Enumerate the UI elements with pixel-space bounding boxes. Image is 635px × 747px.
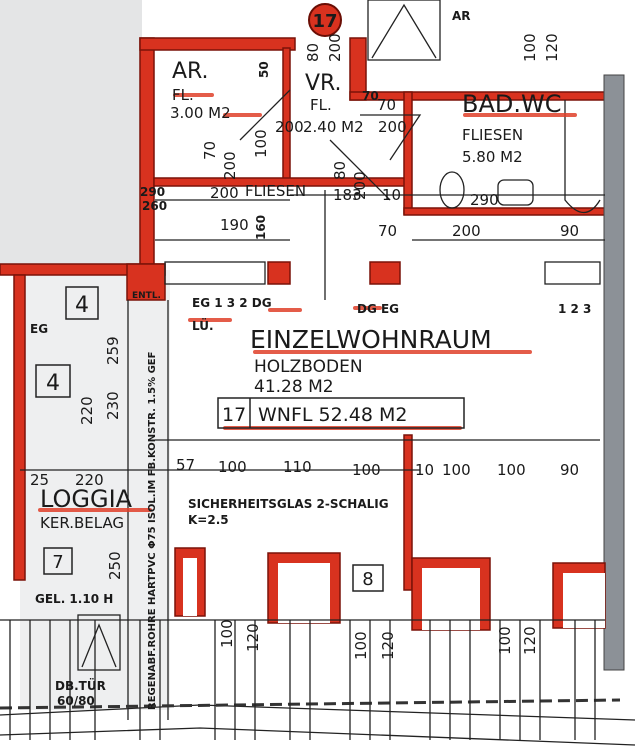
sockets-far-left: EG (30, 322, 48, 336)
loggia-number: 7 (52, 552, 63, 573)
room-ar-area: 3.00 M2 (170, 104, 231, 122)
shaft-window (367, 0, 441, 61)
room-vr-floor: FL. (310, 96, 332, 114)
dim: 120 (379, 631, 397, 660)
balcony-railing (0, 619, 635, 746)
dim: 80 (304, 43, 322, 62)
door-size: 60/80 (57, 694, 95, 708)
dim: 250 (106, 551, 124, 580)
sockets-right: 1 2 3 (558, 302, 591, 316)
total-area-box (217, 397, 465, 429)
dim: 183 (333, 186, 362, 204)
room-loggia-floor: KER.BELAG (40, 514, 124, 532)
loggia-number-box (43, 547, 73, 575)
room-ar-name: AR. (172, 59, 209, 84)
dim: 70 (377, 96, 396, 114)
room-vr-area: 2.40 M2 (303, 118, 364, 136)
room-vr-name: VR. (305, 71, 342, 96)
room-wohnraum-name: EINZELWOHNRAUM (250, 325, 492, 354)
room-wohnraum-area: 41.28 M2 (254, 377, 334, 397)
ar-shaft-label: AR (452, 9, 471, 23)
dim: 100 (442, 461, 471, 479)
room-bad-name: BAD.WC (462, 90, 561, 118)
dim: 90 (560, 222, 579, 240)
kitchen-floor: FLIESEN (245, 182, 306, 200)
box-4a (65, 286, 99, 320)
dim: 190 (220, 216, 249, 234)
room-wohnraum-floor: HOLZBODEN (254, 357, 363, 377)
dim: 25 (30, 471, 49, 489)
dim: 10 (415, 461, 434, 479)
dim: 220 (78, 396, 96, 425)
dim: 200 (378, 118, 407, 136)
dim: 290 (470, 191, 499, 209)
dim: 100 (496, 626, 514, 655)
dim: 200 (221, 151, 239, 180)
dim: 220 (75, 471, 104, 489)
dim: 200 (326, 33, 344, 62)
dim: 70 (362, 89, 379, 103)
dim: 100 (352, 461, 381, 479)
dim: 57 (176, 456, 195, 474)
dim: 200 (210, 184, 239, 202)
dim: 200 (351, 171, 369, 200)
dim: 230 (104, 391, 122, 420)
k-value-note: K=2.5 (188, 513, 229, 527)
glass-note: SICHERHEITSGLAS 2-SCHALIG (188, 497, 389, 511)
dim: 100 (521, 33, 539, 62)
dim: 260 (142, 199, 167, 213)
dim: 120 (543, 33, 561, 62)
dim: 259 (104, 336, 122, 365)
balcony-number-box (352, 564, 384, 592)
room-bad-area: 5.80 M2 (462, 148, 523, 166)
dim: 100 (252, 129, 270, 158)
dim: 10 (382, 186, 401, 204)
dim: 120 (521, 626, 539, 655)
box-4a-label: 4 (75, 293, 89, 318)
box-4b (35, 364, 71, 398)
room-bad-floor: FLIESEN (462, 126, 523, 144)
sockets-middle: DG EG (357, 302, 399, 316)
loggia-railing: GEL. 1.10 H (35, 592, 113, 606)
total-area-label: WNFL 52.48 M2 (258, 404, 407, 426)
dim: 70 (378, 222, 397, 240)
room-ar-floor: FL. (172, 86, 194, 104)
dim: 160 (254, 215, 268, 240)
walls (0, 37, 625, 671)
pipe-note: REGENABF.ROHRE HARTPVC Φ75 ISOL.IM FB.KO… (147, 352, 158, 710)
total-area-number: 17 (222, 404, 246, 426)
interior-lines (20, 89, 605, 720)
ventilation-note: ENTL. (132, 291, 161, 301)
dim: 100 (218, 619, 236, 648)
dim: 290 (140, 185, 165, 199)
dim: 110 (283, 458, 312, 476)
lu-note: LÜ. (192, 318, 214, 333)
dimensions: 100 120 50 80 200 100 200 70 70 200 70 2… (30, 33, 579, 660)
outside-gray-area (0, 0, 142, 268)
balcony-number: 8 (362, 569, 373, 590)
box-4b-label: 4 (46, 371, 60, 396)
unit-marker-circle (308, 3, 342, 37)
dim: 100 (497, 461, 526, 479)
dim: 120 (244, 623, 262, 652)
dim: 70 (201, 141, 219, 160)
unit-marker: 17 (312, 11, 337, 32)
dim: 50 (257, 61, 271, 78)
dim: 100 (352, 631, 370, 660)
dim: 80 (331, 161, 349, 180)
dim: 200 (275, 118, 304, 136)
dim: 90 (560, 461, 579, 479)
sockets-left: EG 1 3 2 DG (192, 296, 272, 310)
dim: 100 (218, 458, 247, 476)
room-loggia-name: LOGGIA (40, 485, 133, 513)
dim: 200 (452, 222, 481, 240)
door-note: DB.TÜR (55, 678, 106, 693)
